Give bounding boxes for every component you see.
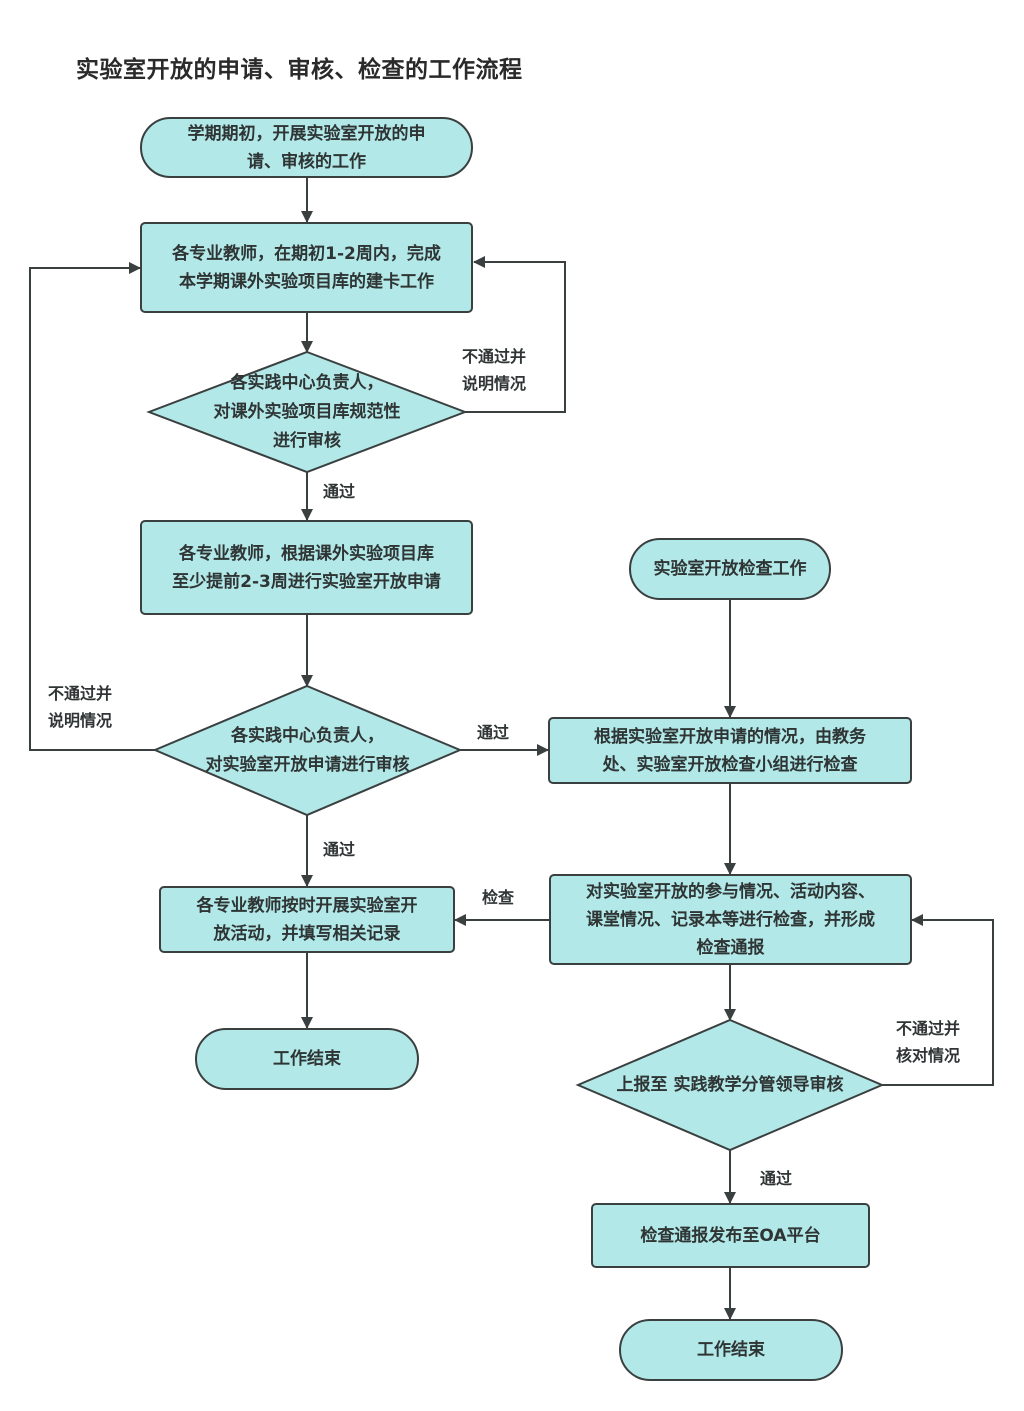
label-reject-leader: 不通过并 核对情况	[896, 1019, 961, 1065]
node-inspection-start[interactable]: 实验室开放检查工作	[629, 538, 831, 600]
node-end-left[interactable]: 工作结束	[195, 1028, 419, 1090]
label-reject-apply: 不通过并 说明情况	[48, 684, 113, 730]
node-end-right[interactable]: 工作结束	[619, 1319, 843, 1381]
node-build-library[interactable]: 各专业教师，在期初1-2周内，完成 本学期课外实验项目库的建卡工作	[140, 222, 473, 313]
decision-review-library	[146, 350, 468, 474]
node-review-apply-label[interactable]: 各实践中心负责人， 对实验室开放申请进行审核	[205, 725, 410, 775]
decision-report-leader	[575, 1018, 885, 1152]
label-reject-library: 不通过并 说明情况	[462, 347, 527, 393]
decision-review-apply	[152, 684, 463, 817]
page-title: 实验室开放的申请、审核、检查的工作流程	[76, 57, 523, 83]
label-inspect: 检查	[482, 888, 515, 907]
edge-review-apply-reject	[29, 262, 155, 751]
node-conduct-activity[interactable]: 各专业教师按时开展实验室开 放活动，并填写相关记录	[159, 886, 455, 953]
node-report-leader-label[interactable]: 上报至 实践教学分管领导审核	[616, 1074, 844, 1095]
label-pass-leader: 通过	[760, 1169, 793, 1188]
label-pass-library: 通过	[323, 482, 356, 501]
node-apply-open[interactable]: 各专业教师，根据课外实验项目库 至少提前2-3周进行实验室开放申请	[140, 520, 473, 615]
node-inspect-details[interactable]: 对实验室开放的参与情况、活动内容、 课堂情况、记录本等进行检查，并形成 检查通报	[549, 874, 912, 965]
node-publish-oa[interactable]: 检查通报发布至OA平台	[591, 1203, 870, 1268]
node-inspect-by-office[interactable]: 根据实验室开放申请的情况，由教务 处、实验室开放检查小组进行检查	[548, 717, 912, 784]
node-start[interactable]: 学期期初，开展实验室开放的申 请、审核的工作	[140, 117, 473, 178]
edge-review-library-reject	[465, 256, 566, 413]
label-pass-apply-down: 通过	[323, 840, 356, 859]
node-review-library-label[interactable]: 各实践中心负责人， 对课外实验项目库规范性 进行审核	[213, 372, 401, 451]
edge-leader-reject	[882, 914, 994, 1086]
label-pass-apply-right: 通过	[477, 723, 510, 742]
